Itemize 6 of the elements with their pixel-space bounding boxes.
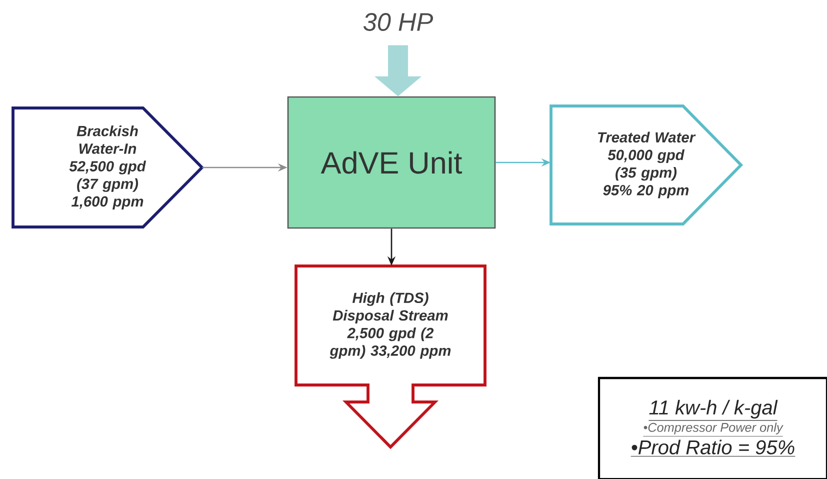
summary-box: 11 kw-h / k-gal •Compressor Power only •Prod Ratio = 95%	[598, 376, 827, 479]
outflow-pentagon: Treated Water 50,000 gpd (35 gpm) 95% 20 ppm	[550, 104, 744, 226]
power-label: 30 HP	[363, 13, 433, 31]
disposal-arrow-box: High (TDS) Disposal Stream 2,500 gpd (2 gpm) 33,200 ppm	[294, 264, 486, 450]
process-box: AdVE Unit	[287, 96, 496, 229]
inflow-pentagon: Brackish Water-In 52,500 gpd (37 gpm) 1,600 ppm	[12, 106, 204, 228]
